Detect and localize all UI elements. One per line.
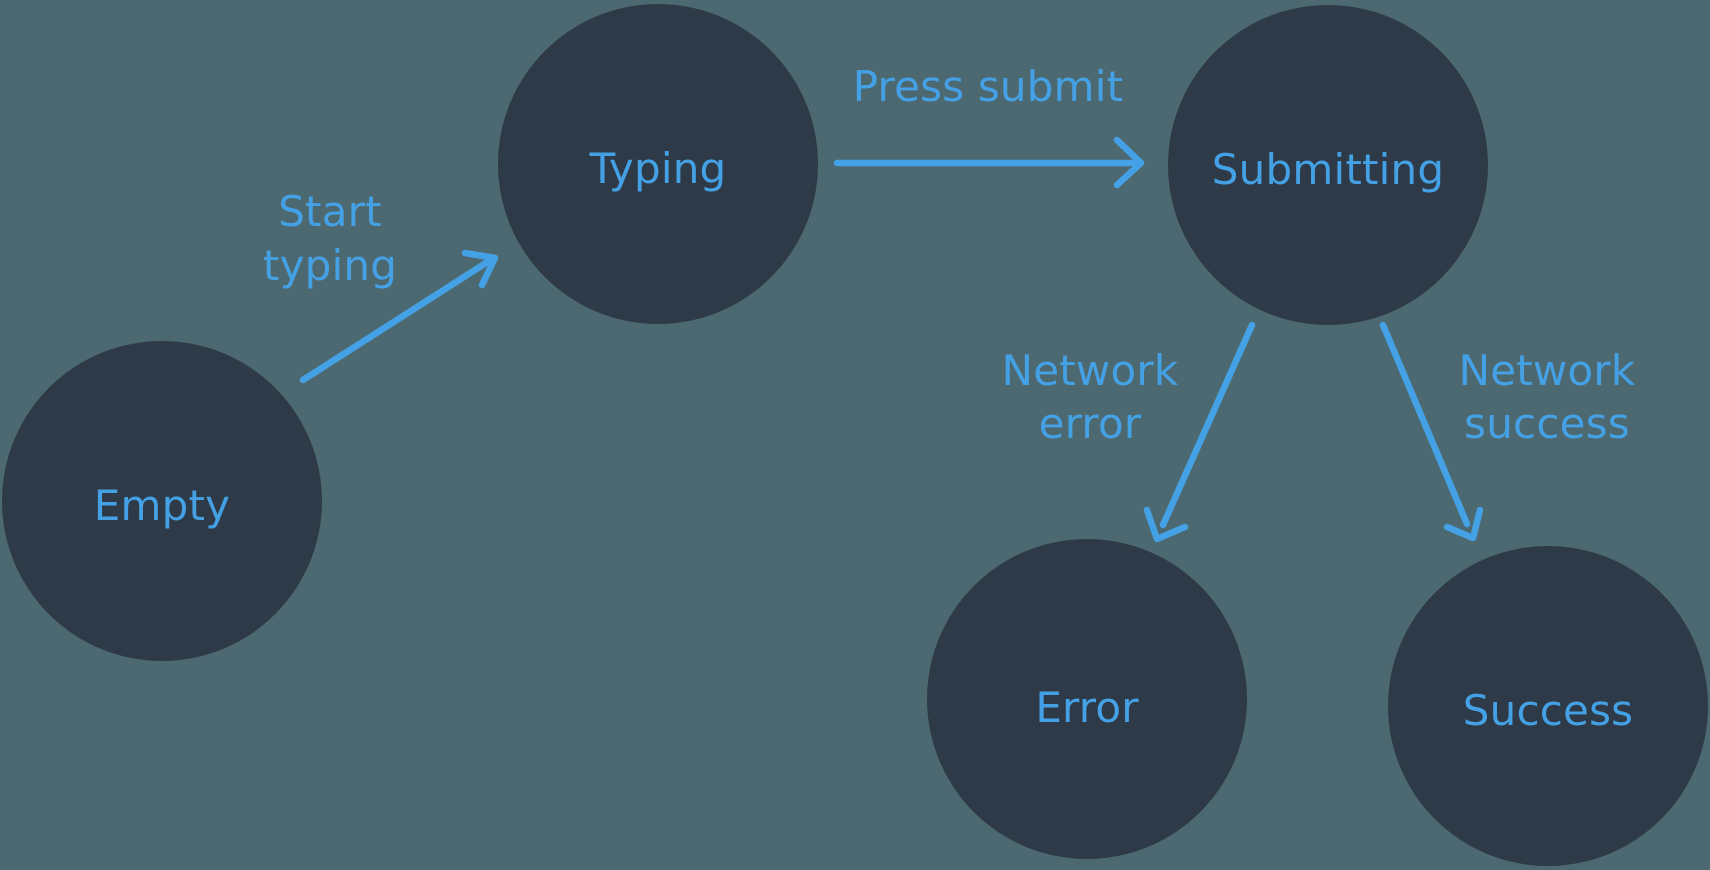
transition-label-line: success <box>1464 399 1630 448</box>
state-node-error: Error <box>927 539 1247 859</box>
transition-label-line: Press submit <box>852 62 1124 111</box>
arrow-press-submit <box>833 136 1145 189</box>
transition-label-network-success: Network success <box>1427 344 1667 450</box>
transition-label-line: typing <box>262 241 398 290</box>
arrow-start-typing <box>299 249 499 384</box>
transition-label-line: Start <box>278 187 382 236</box>
state-node-success: Success <box>1388 546 1708 866</box>
transition-label-line: Network <box>1001 346 1179 395</box>
state-label-success: Success <box>1462 685 1634 735</box>
state-label-error: Error <box>1035 682 1139 732</box>
arrow-network-error <box>1143 321 1256 543</box>
transition-label-start-typing: Start typing <box>210 185 450 293</box>
state-label-submitting: Submitting <box>1211 144 1445 194</box>
state-node-empty: Empty <box>2 341 322 661</box>
transition-label-line: Network <box>1458 346 1636 395</box>
arrow-network-success <box>1379 321 1484 542</box>
state-label-empty: Empty <box>93 480 231 530</box>
transition-label-line: error <box>1038 399 1142 448</box>
transition-label-press-submit: Press submit <box>838 61 1138 113</box>
state-label-typing: Typing <box>589 143 727 193</box>
state-node-typing: Typing <box>498 4 818 324</box>
transition-label-network-error: Network error <box>970 344 1210 450</box>
state-node-submitting: Submitting <box>1168 5 1488 325</box>
